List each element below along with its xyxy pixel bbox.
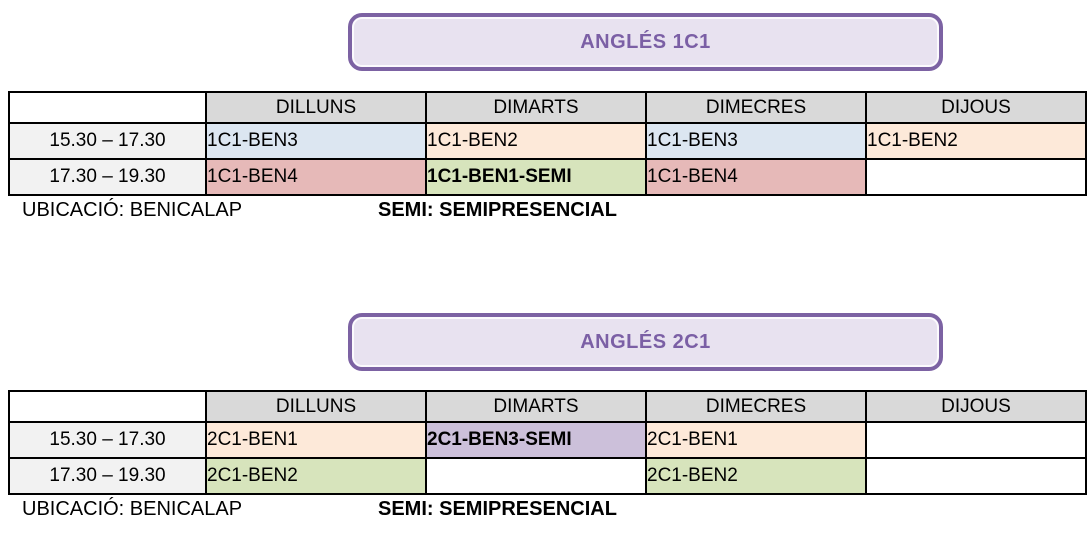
day-header-dijous: DIJOUS	[865, 390, 1087, 423]
course-cell: 2C1-BEN3-SEMI	[425, 421, 647, 459]
course-cell	[865, 421, 1087, 459]
course-cell: 2C1-BEN1	[645, 421, 867, 459]
table-footer: UBICACIÓ: BENICALAP SEMI: SEMIPRESENCIAL	[0, 498, 1091, 524]
course-cell: 1C1-BEN2	[865, 122, 1087, 160]
course-cell: 2C1-BEN2	[205, 457, 427, 495]
day-header-dimecres: DIMECRES	[645, 390, 867, 423]
footer-semi-note: SEMI: SEMIPRESENCIAL	[378, 498, 617, 520]
course-cell: 1C1-BEN4	[205, 158, 427, 196]
header-row: DILLUNS DIMARTS DIMECRES DIJOUS	[8, 91, 1087, 124]
course-title-box-2c1: ANGLÉS 2C1	[348, 313, 943, 371]
footer-semi-note: SEMI: SEMIPRESENCIAL	[378, 199, 617, 221]
course-cell: 2C1-BEN2	[645, 457, 867, 495]
time-slot-cell: 15.30 – 17.30	[8, 421, 207, 459]
schedule-table-1c1: DILLUNS DIMARTS DIMECRES DIJOUS 15.30 – …	[8, 91, 1087, 196]
day-header-dimarts: DIMARTS	[425, 390, 647, 423]
day-header-dimarts: DIMARTS	[425, 91, 647, 124]
course-cell: 1C1-BEN1-SEMI	[425, 158, 647, 196]
table-row: 17.30 – 19.30 1C1-BEN4 1C1-BEN1-SEMI 1C1…	[8, 158, 1087, 196]
course-title-box-1c1: ANGLÉS 1C1	[348, 13, 943, 71]
course-title-1c1: ANGLÉS 1C1	[580, 30, 711, 53]
footer-location-label: UBICACIÓ: BENICALAP	[22, 199, 243, 221]
footer-location-label: UBICACIÓ: BENICALAP	[22, 498, 243, 520]
course-cell: 1C1-BEN3	[645, 122, 867, 160]
schedule-table-2c1: DILLUNS DIMARTS DIMECRES DIJOUS 15.30 – …	[8, 390, 1087, 495]
table-row: 17.30 – 19.30 2C1-BEN2 2C1-BEN2	[8, 457, 1087, 495]
course-section-1c1: ANGLÉS 1C1 DILLUNS DIMARTS DIMECRES DIJO…	[0, 13, 1091, 225]
time-slot-cell: 17.30 – 19.30	[8, 457, 207, 495]
table-footer: UBICACIÓ: BENICALAP SEMI: SEMIPRESENCIAL	[0, 199, 1091, 225]
day-header-dimecres: DIMECRES	[645, 91, 867, 124]
course-cell: 1C1-BEN4	[645, 158, 867, 196]
day-header-dilluns: DILLUNS	[205, 91, 427, 124]
course-cell	[865, 158, 1087, 196]
corner-cell	[8, 390, 207, 423]
table-row: 15.30 – 17.30 1C1-BEN3 1C1-BEN2 1C1-BEN3…	[8, 122, 1087, 160]
corner-cell	[8, 91, 207, 124]
time-slot-cell: 17.30 – 19.30	[8, 158, 207, 196]
course-cell: 2C1-BEN1	[205, 421, 427, 459]
time-slot-cell: 15.30 – 17.30	[8, 122, 207, 160]
course-cell	[865, 457, 1087, 495]
header-row: DILLUNS DIMARTS DIMECRES DIJOUS	[8, 390, 1087, 423]
day-header-dijous: DIJOUS	[865, 91, 1087, 124]
course-title-2c1: ANGLÉS 2C1	[580, 330, 711, 353]
course-section-2c1: ANGLÉS 2C1 DILLUNS DIMARTS DIMECRES DIJO…	[0, 313, 1091, 524]
course-cell: 1C1-BEN3	[205, 122, 427, 160]
course-cell	[425, 457, 647, 495]
course-cell: 1C1-BEN2	[425, 122, 647, 160]
table-row: 15.30 – 17.30 2C1-BEN1 2C1-BEN3-SEMI 2C1…	[8, 421, 1087, 459]
day-header-dilluns: DILLUNS	[205, 390, 427, 423]
